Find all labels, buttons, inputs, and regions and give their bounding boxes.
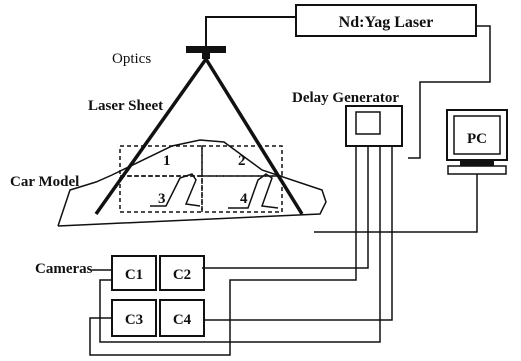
camera-line-c1 xyxy=(89,146,357,356)
region-3-label: 3 xyxy=(158,191,166,207)
laser-beam-path xyxy=(205,16,296,46)
delay-generator-display xyxy=(355,111,381,135)
rear-seat xyxy=(228,173,279,209)
laser-trigger-line xyxy=(408,25,491,159)
camera-c1-box xyxy=(111,255,157,291)
measurement-regions xyxy=(119,145,283,213)
camera-c1-label: C1 xyxy=(125,267,143,283)
delay-generator-label: Delay Generator xyxy=(292,90,399,106)
camera-line-c3 xyxy=(99,146,381,343)
pc-connection-line xyxy=(314,174,478,233)
pc-label: PC xyxy=(467,131,487,147)
camera-c2-box xyxy=(159,255,205,291)
delay-generator-box xyxy=(345,105,403,147)
laser-box xyxy=(295,4,477,37)
laser-label: Nd:Yag Laser xyxy=(339,14,434,31)
pc-screen xyxy=(453,115,501,155)
pc-keyboard xyxy=(447,165,507,175)
camera-line-c4 xyxy=(204,146,393,321)
region-4-label: 4 xyxy=(240,191,248,207)
camera-c4-label: C4 xyxy=(173,312,192,328)
cameras-label: Cameras xyxy=(35,261,93,277)
optics-element xyxy=(186,46,226,53)
car-model-outline xyxy=(57,139,327,227)
pc-base xyxy=(460,160,494,166)
laser-sheet-label: Laser Sheet xyxy=(88,98,163,114)
region-2-label: 2 xyxy=(238,153,246,169)
laser-sheet-right xyxy=(204,58,304,215)
car-model-label: Car Model xyxy=(10,174,79,190)
camera-c2-label: C2 xyxy=(173,267,191,283)
camera-c3-box xyxy=(111,299,157,337)
region-1-label: 1 xyxy=(163,153,171,169)
camera-line-c2 xyxy=(202,146,369,269)
optics-label: Optics xyxy=(112,51,151,67)
laser-sheet-left xyxy=(94,57,208,216)
camera-c4-box xyxy=(159,299,205,337)
optics-mount xyxy=(202,53,210,59)
front-seat xyxy=(150,173,201,207)
camera-c3-label: C3 xyxy=(125,312,143,328)
